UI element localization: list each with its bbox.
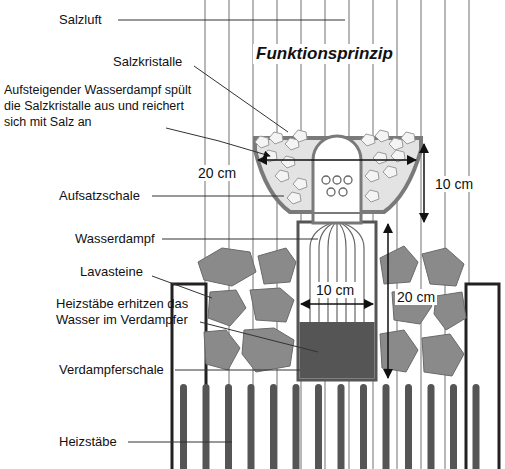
heating-rod bbox=[270, 384, 277, 469]
salt-crystal bbox=[373, 152, 387, 164]
top-bowl bbox=[255, 130, 421, 223]
lava-stone bbox=[422, 334, 464, 376]
heating-rod bbox=[180, 384, 187, 469]
callout-label: Lavasteine bbox=[80, 264, 143, 280]
callout-label: Heizstäbe erhitzen das Wasser im Verdamp… bbox=[56, 296, 206, 328]
heating-rod bbox=[248, 384, 255, 469]
steam-line bbox=[336, 224, 337, 322]
heating-rod bbox=[473, 384, 480, 469]
dimension-arrow bbox=[301, 303, 373, 305]
lava-stone bbox=[380, 330, 418, 372]
heating-rod bbox=[225, 384, 232, 469]
salt-crystal bbox=[365, 190, 379, 202]
leader-line bbox=[152, 276, 212, 298]
lava-stone bbox=[422, 248, 464, 286]
lava-stone bbox=[250, 288, 294, 322]
leader-line bbox=[175, 370, 300, 371]
lava-stone bbox=[380, 246, 418, 284]
salt-crystal bbox=[281, 156, 295, 168]
callout-label: Salzluft bbox=[59, 12, 102, 28]
salt-crystal bbox=[365, 170, 379, 182]
dome-holes bbox=[322, 176, 352, 196]
steam-line bbox=[342, 224, 355, 322]
leader-line bbox=[200, 322, 318, 352]
dimension-arrow bbox=[258, 159, 416, 161]
salt-crystal bbox=[275, 170, 289, 182]
hole bbox=[322, 176, 330, 184]
heating-rod bbox=[360, 384, 367, 469]
dimension-label: 10 cm bbox=[314, 282, 356, 298]
salt-crystal bbox=[389, 138, 403, 150]
lava-stone bbox=[258, 248, 296, 284]
hole bbox=[339, 188, 347, 196]
dimension-label: 20 cm bbox=[196, 165, 238, 181]
callout-label: Aufsatzschale bbox=[59, 188, 140, 204]
salt-crystal bbox=[375, 130, 389, 142]
callout-label: Verdampferschale bbox=[59, 362, 164, 378]
leader-line bbox=[162, 239, 318, 240]
lava-stone bbox=[204, 330, 240, 370]
salt-air-line bbox=[396, 0, 398, 469]
callout-label: Salzkristalle bbox=[113, 54, 182, 70]
steam-line bbox=[340, 224, 346, 322]
callout-label: Aufsteigender Wasserdampf spült die Salz… bbox=[4, 82, 200, 130]
salt-crystal bbox=[293, 178, 307, 190]
salt-air-line bbox=[444, 0, 446, 469]
dimension-label: 10 cm bbox=[433, 176, 475, 192]
hole bbox=[333, 176, 341, 184]
lava-stone bbox=[434, 292, 466, 330]
diagram-title: Funktionsprinzip bbox=[253, 44, 396, 64]
steam-lines bbox=[310, 224, 364, 322]
heater-wall bbox=[172, 284, 206, 469]
leader-line bbox=[118, 20, 345, 21]
evaporator bbox=[298, 222, 376, 380]
heating-rod bbox=[450, 384, 457, 469]
salt-crystal bbox=[255, 136, 269, 148]
salt-crystal bbox=[401, 132, 415, 144]
callout-label: Wasserdampf bbox=[75, 231, 155, 247]
heating-rod bbox=[405, 384, 412, 469]
heater-wall bbox=[466, 284, 499, 469]
lava-stone bbox=[198, 248, 256, 286]
heating-rods bbox=[180, 384, 480, 469]
heating-rod bbox=[428, 384, 435, 469]
steam-line bbox=[319, 224, 332, 322]
salt-crystal bbox=[293, 130, 307, 142]
salt-crystal bbox=[361, 134, 375, 146]
salt-air-line bbox=[420, 0, 422, 469]
salt-crystal bbox=[287, 192, 301, 204]
dimension-arrows bbox=[258, 144, 424, 378]
heating-rod bbox=[293, 384, 300, 469]
heating-rod bbox=[338, 384, 345, 469]
heating-rod bbox=[203, 384, 210, 469]
evaporator-bowl bbox=[298, 222, 376, 380]
steam-line bbox=[345, 224, 364, 322]
leader-line bbox=[152, 196, 284, 197]
salt-crystal bbox=[269, 132, 283, 144]
salt-crystal bbox=[383, 166, 397, 178]
lava-stone bbox=[208, 290, 246, 326]
leader-line bbox=[194, 66, 288, 132]
callout-label: Heizstäbe bbox=[59, 434, 117, 450]
hole bbox=[327, 188, 335, 196]
dimension-label: 20 cm bbox=[395, 289, 437, 305]
dimension-arrow bbox=[387, 224, 389, 378]
steam-line bbox=[328, 224, 334, 322]
dimension-arrow bbox=[423, 144, 425, 222]
hole bbox=[344, 176, 352, 184]
heating-rod bbox=[315, 384, 322, 469]
leader-arrow bbox=[166, 128, 270, 156]
steam-dome bbox=[313, 136, 361, 212]
leader-line bbox=[128, 442, 232, 443]
heating-rod bbox=[383, 384, 390, 469]
